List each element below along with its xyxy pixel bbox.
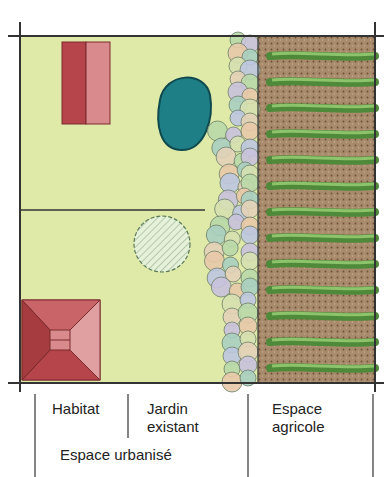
crop-rows [270,53,375,369]
lot-line [20,209,205,211]
frame [8,22,384,392]
tree [134,216,190,272]
building [86,42,110,124]
hedge [204,32,260,392]
zone-dividers [35,394,373,477]
building [62,42,86,124]
zone-label: Espace agricole [272,400,352,436]
pond [158,78,211,150]
zone-label: Habitat [52,400,122,418]
garden-ground [20,36,258,383]
house [22,300,100,380]
agricultural-soil [258,36,375,383]
zone-label: Espace urbanisé [60,446,220,464]
zone-label: Jardin existant [147,400,227,436]
